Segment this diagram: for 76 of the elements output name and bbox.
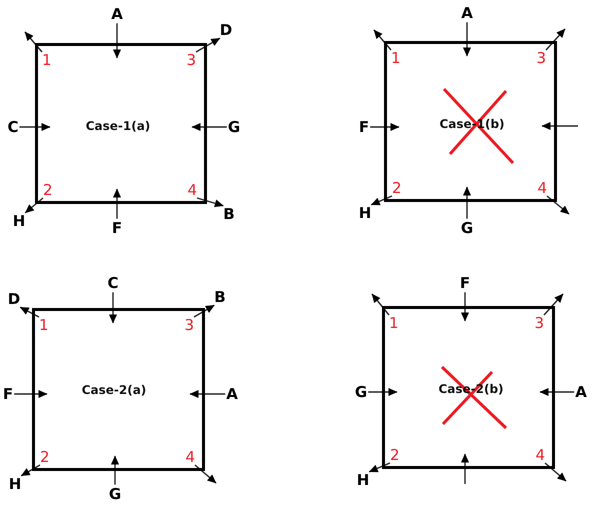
letter-label: H [358, 204, 372, 222]
letter-label: H [12, 212, 26, 230]
arrow [109, 292, 117, 324]
arrow [371, 294, 390, 316]
letter-label: F [460, 274, 470, 292]
letter-label: D [8, 290, 20, 308]
arrow [545, 28, 566, 50]
arrow [368, 462, 390, 472]
corner-number: 1 [391, 50, 401, 66]
corner-number: 4 [185, 448, 195, 465]
arrow [373, 30, 392, 50]
letter-label: G [354, 384, 368, 400]
case-label: Case-2(a) [82, 384, 146, 398]
corner-number: 1 [39, 317, 49, 334]
corner-number: 4 [537, 180, 547, 196]
arrow [24, 32, 43, 52]
arrow [546, 195, 570, 215]
letter-label: A [461, 4, 473, 22]
letter-label: G [108, 486, 122, 502]
letter-label: A [226, 386, 238, 402]
letter-label: A [111, 6, 123, 22]
letter-label: G [228, 118, 240, 136]
letter-label: H [356, 472, 370, 488]
corner-number: 2 [390, 446, 400, 463]
letter-label: G [460, 220, 474, 236]
arrow [461, 292, 469, 322]
arrow [194, 304, 215, 318]
letter-label: D [220, 22, 232, 38]
arrow [111, 456, 119, 485]
arrow [543, 294, 564, 316]
arrow [370, 195, 392, 206]
letter-label: C [8, 118, 18, 136]
corner-number: 3 [536, 50, 546, 66]
square-frame [35, 43, 207, 204]
arrow [544, 462, 566, 482]
arrow [540, 388, 574, 396]
arrow [370, 123, 400, 131]
corner-number: 2 [392, 180, 402, 196]
arrow [542, 122, 578, 130]
case-label: Case-1(a) [86, 120, 150, 134]
arrow [463, 186, 471, 219]
letter-label: A [575, 384, 587, 400]
corner-number: 4 [535, 446, 545, 463]
letter-label: F [112, 220, 122, 236]
letter-label: F [2, 386, 14, 402]
corner-number: 3 [534, 315, 544, 332]
corner-number: 1 [389, 315, 399, 332]
arrow [113, 23, 121, 58]
square-frame [384, 41, 557, 202]
corner-number: 2 [40, 448, 50, 465]
arrow [368, 388, 398, 396]
arrow [190, 390, 226, 398]
arrow [194, 464, 216, 484]
corner-number: 3 [184, 317, 194, 334]
arrow [20, 123, 50, 131]
arrow [24, 197, 44, 214]
square-frame [32, 308, 205, 471]
arrow [192, 123, 227, 131]
arrow [113, 188, 121, 219]
letter-label: B [223, 206, 235, 222]
letter-label: F [358, 118, 370, 136]
corner-number: 1 [42, 52, 52, 68]
corner-number: 3 [186, 52, 196, 68]
arrow [196, 197, 224, 208]
letter-label: H [8, 476, 22, 492]
arrow [463, 22, 471, 56]
arrow [14, 390, 48, 398]
arrow [196, 38, 220, 53]
corner-number: 2 [43, 182, 53, 198]
letter-label: C [108, 274, 118, 292]
letter-label: B [214, 288, 226, 306]
arrow [461, 454, 469, 484]
corner-number: 4 [187, 182, 197, 198]
arrow [20, 306, 40, 318]
square-frame [382, 306, 555, 469]
arrow [20, 464, 40, 476]
